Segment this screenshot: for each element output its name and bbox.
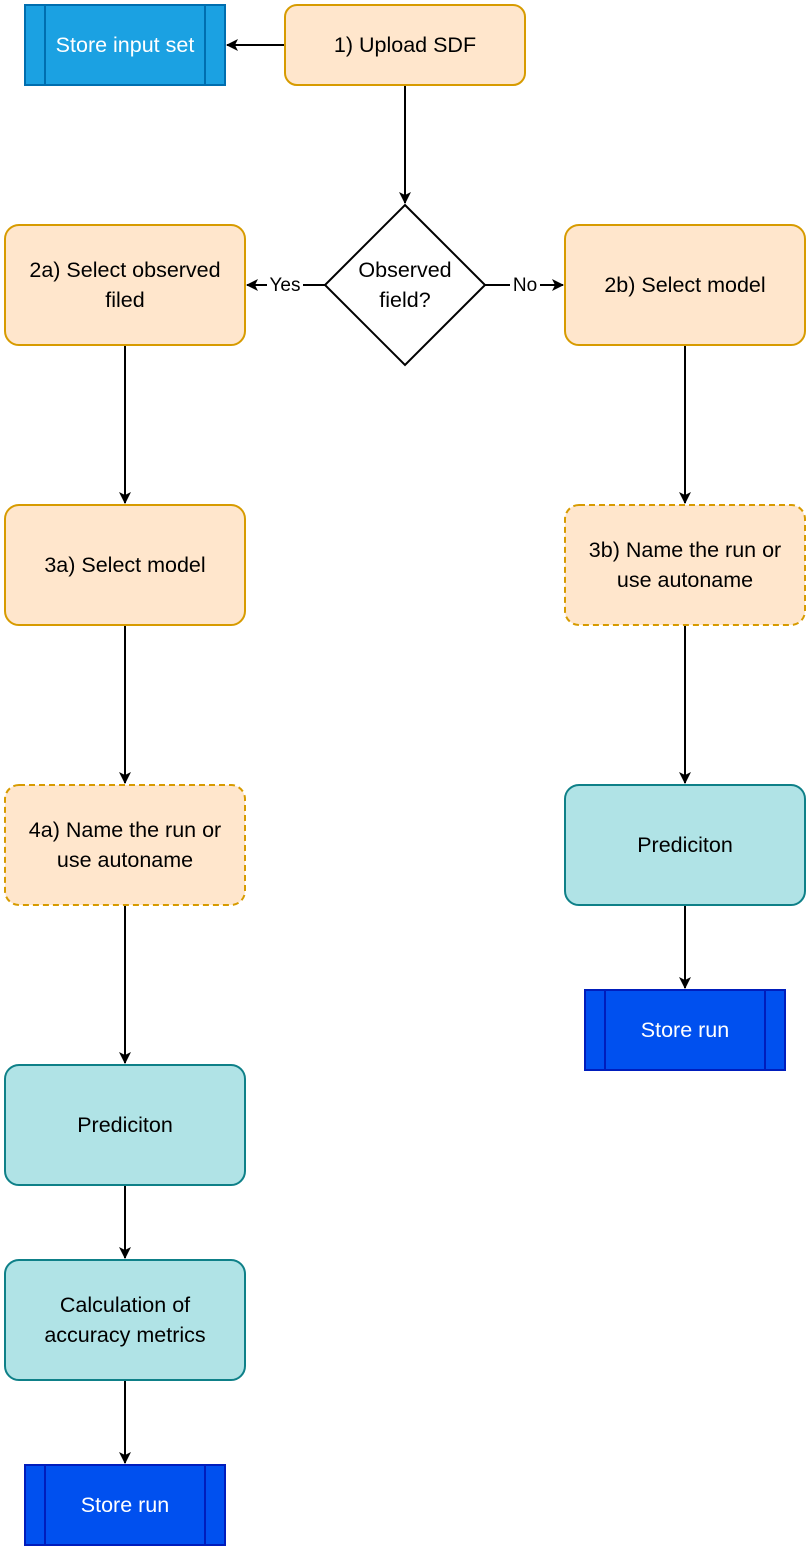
accuracy-metrics-label: Calculation of accuracy metrics xyxy=(44,1293,205,1347)
label-line: use autoname xyxy=(617,568,753,592)
store-run-a-node[interactable]: Store run xyxy=(24,1464,226,1546)
prediction-a-label: Prediciton xyxy=(77,1113,173,1137)
observed-field-label: Observed field? xyxy=(358,258,451,312)
store-run-b-label: Store run xyxy=(641,1018,729,1042)
select-observed-field-node[interactable]: 2a) Select observed filed xyxy=(4,224,246,346)
label-line: Observed xyxy=(358,258,451,282)
label-line: 4a) Name the run or xyxy=(29,818,221,842)
label-line: 2b) Select model xyxy=(604,273,765,297)
label-line: 2a) Select observed xyxy=(29,258,220,282)
label-line: Store input set xyxy=(56,33,195,57)
observed-field-decision[interactable]: Observed field? xyxy=(323,203,487,367)
label-line: 3a) Select model xyxy=(44,553,205,577)
no-label-bg xyxy=(510,273,540,297)
name-run-b-node[interactable]: 3b) Name the run or use autoname xyxy=(564,504,806,626)
label-line: filed xyxy=(105,288,144,312)
label-line: Prediciton xyxy=(637,833,733,857)
select-observed-field-label: 2a) Select observed filed xyxy=(29,258,220,312)
label-line: 3b) Name the run or xyxy=(589,538,781,562)
edges xyxy=(119,39,691,1464)
name-run-a-label: 4a) Name the run or use autoname xyxy=(29,818,221,872)
select-model-a-node[interactable]: 3a) Select model xyxy=(4,504,246,626)
label-line: 1) Upload SDF xyxy=(334,33,476,57)
store-input-set-node[interactable]: Store input set xyxy=(24,4,226,86)
label-line: Store run xyxy=(81,1493,169,1517)
accuracy-metrics-node[interactable]: Calculation of accuracy metrics xyxy=(4,1259,246,1381)
label-line: Prediciton xyxy=(77,1113,173,1137)
label-line: Store run xyxy=(641,1018,729,1042)
prediction-b-label: Prediciton xyxy=(637,833,733,857)
select-model-b-node[interactable]: 2b) Select model xyxy=(564,224,806,346)
store-run-b-node[interactable]: Store run xyxy=(584,989,786,1071)
prediction-a-node[interactable]: Prediciton xyxy=(4,1064,246,1186)
name-run-a-node[interactable]: 4a) Name the run or use autoname xyxy=(4,784,246,906)
label-line: Calculation of xyxy=(60,1293,190,1317)
yes-label-bg xyxy=(267,273,303,297)
yes-label: Yes xyxy=(270,275,301,296)
prediction-b-node[interactable]: Prediciton xyxy=(564,784,806,906)
upload-sdf-label: 1) Upload SDF xyxy=(334,33,476,57)
label-line: use autoname xyxy=(57,848,193,872)
label-line: accuracy metrics xyxy=(44,1323,205,1347)
upload-sdf-node[interactable]: 1) Upload SDF xyxy=(284,4,526,86)
no-label: No xyxy=(513,275,537,296)
label-line: field? xyxy=(379,288,430,312)
select-model-b-label: 2b) Select model xyxy=(604,273,765,297)
store-input-set-label: Store input set xyxy=(56,33,195,57)
select-model-a-label: 3a) Select model xyxy=(44,553,205,577)
store-run-a-label: Store run xyxy=(81,1493,169,1517)
name-run-b-label: 3b) Name the run or use autoname xyxy=(589,538,781,592)
